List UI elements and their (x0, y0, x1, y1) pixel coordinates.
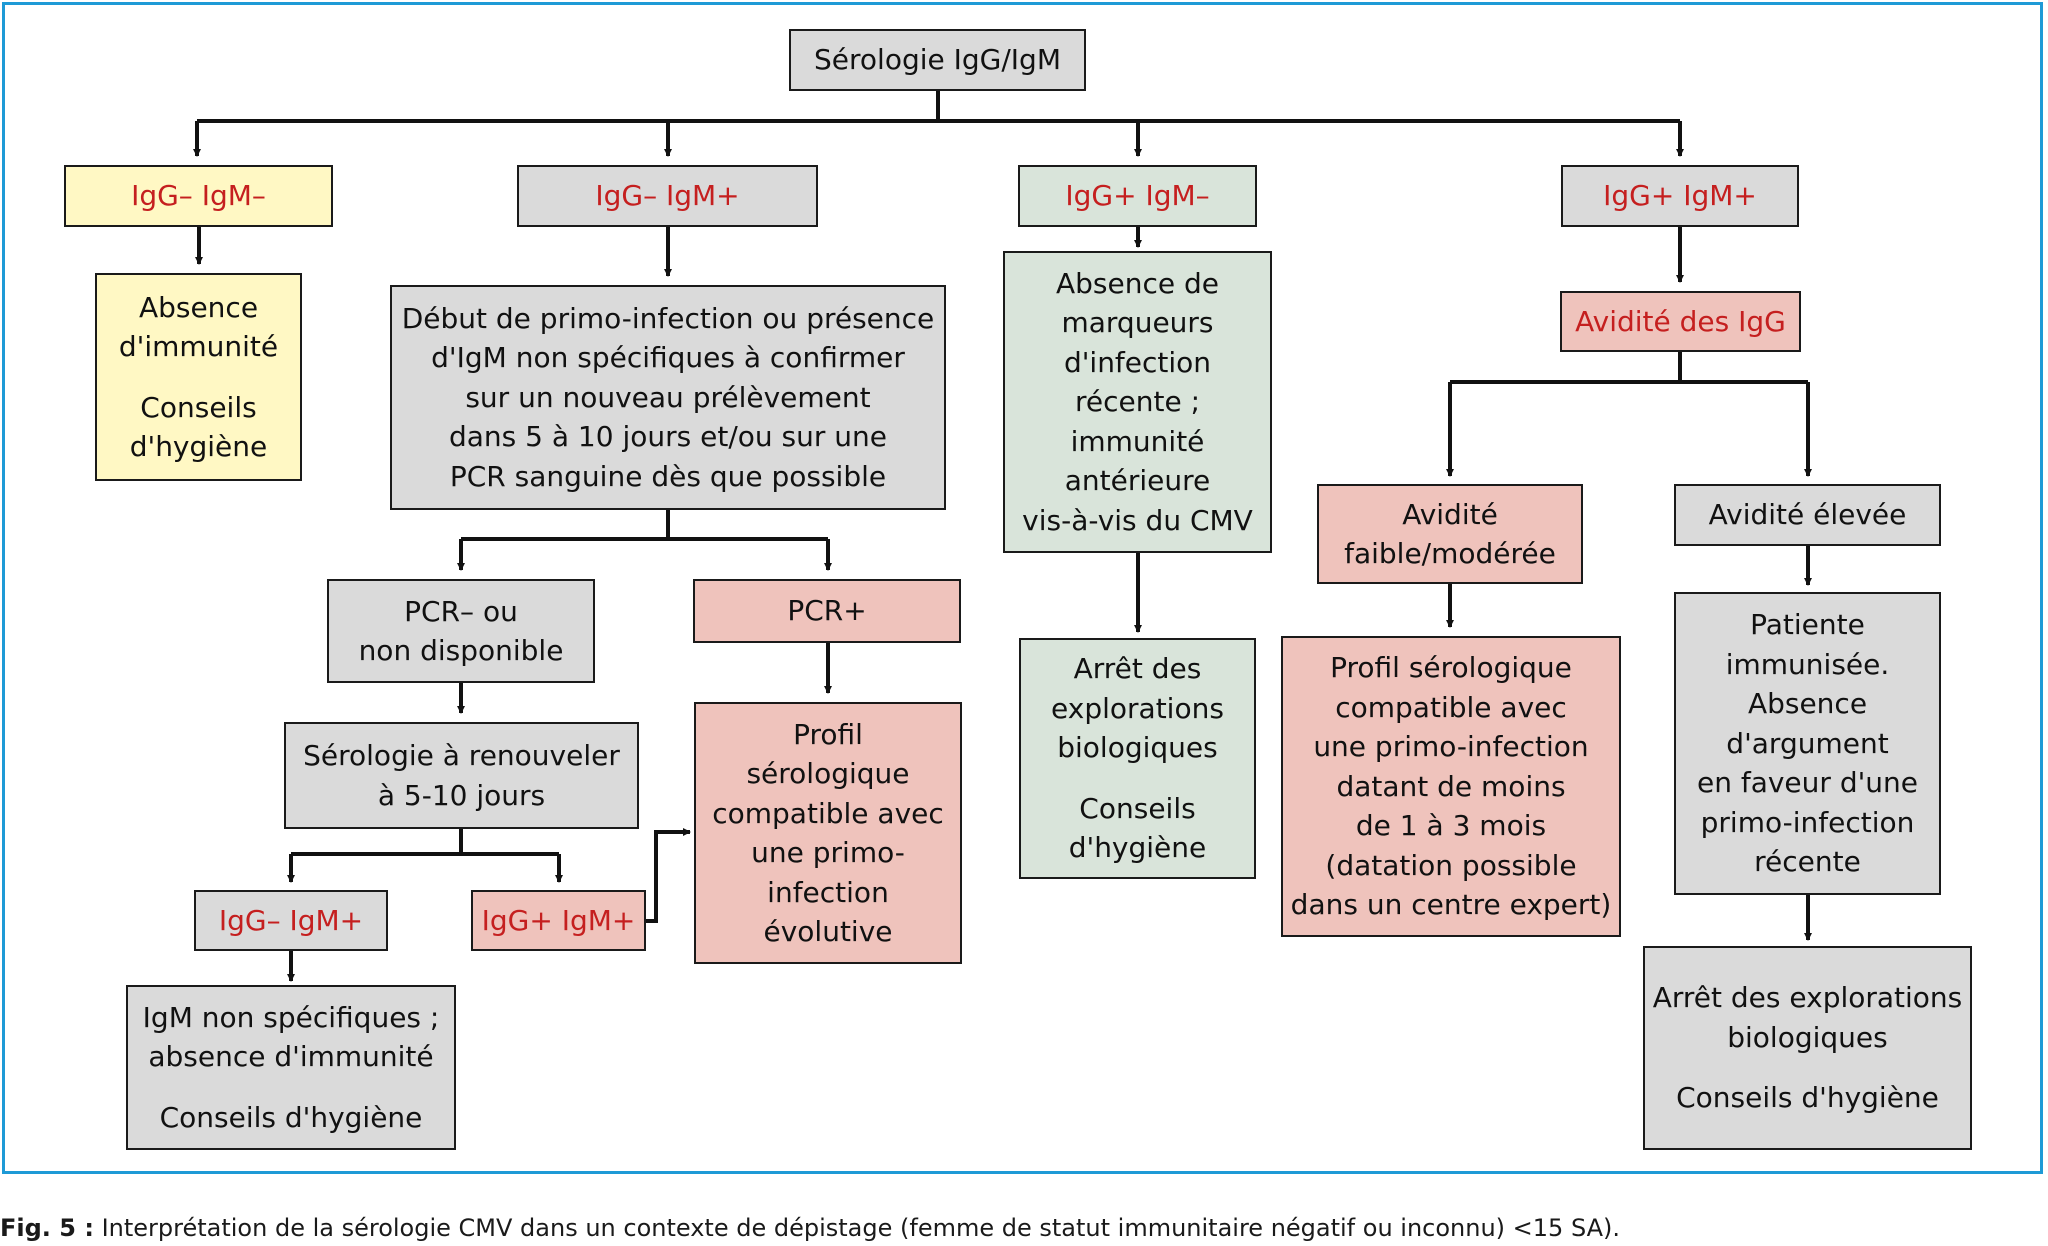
node-text-line: Conseils (140, 390, 257, 424)
node-text-line: récente (1754, 845, 1861, 879)
node-text-line: Début de primo-infection ou présence (401, 301, 935, 335)
node-text-line: une primo- (751, 836, 905, 869)
node-text-line: Arrêt des (1073, 652, 1202, 686)
node-text-line: d'hygiène (1068, 831, 1207, 865)
figure-caption: Fig. 5 : Interprétation de la sérologie … (0, 1214, 1620, 1242)
connector-b2-split (461, 510, 828, 541)
node-igg-avidity: Avidité des IgG (1560, 291, 1801, 352)
node-text-line: Avidité des IgG (1575, 304, 1786, 338)
node-text-line: Absence de (1055, 266, 1219, 300)
node-primo-evolutive: Profil sérologique compatible avec une prim… (694, 702, 962, 964)
node-text-line: IgG– IgM+ (218, 903, 364, 937)
node-text-line: PCR sanguine dès que possible (449, 459, 887, 493)
node-text-line: Absence (138, 290, 259, 324)
node-text-line: compatible avec (1335, 690, 1567, 724)
node-igg-neg-igm-neg: IgG– IgM– (64, 165, 333, 227)
node-text-line: en faveur d'une (1696, 766, 1919, 800)
node-text-line: d'immunité (118, 330, 279, 363)
node-text-line: faible/modérée (1344, 537, 1556, 570)
node-text-line: d'infection (1063, 345, 1212, 379)
node-text-line: Conseils d'hygiène (159, 1100, 423, 1134)
node-text-line: datant de moins (1336, 769, 1566, 803)
node-text-line: Avidité (1402, 497, 1498, 531)
node-text-line: biologiques (1727, 1020, 1888, 1054)
node-text-line: infection (767, 875, 889, 909)
node-text-line: immunité (1070, 424, 1205, 458)
node-primo-or-nonspecific: Début de primo-infection ou présence d'Ig… (390, 285, 946, 510)
node-serology-root: Sérologie IgG/IgM (789, 29, 1086, 91)
node-igg-pos-igm-pos: IgG+ IgM+ (1561, 165, 1799, 227)
node-text-line: (datation possible (1325, 848, 1577, 882)
node-text-line: marqueurs (1061, 306, 1214, 340)
node-text-line: vis-à-vis du CMV (1022, 503, 1253, 537)
node-text-line: IgG– IgM– (131, 179, 266, 213)
node-text-line: Arrêt des explorations (1652, 981, 1963, 1015)
node-text-line: IgM non spécifiques ; (142, 1000, 440, 1034)
caption-label: Fig. 5 : (0, 1214, 94, 1242)
node-text-line: à 5-10 jours (377, 778, 546, 812)
node-igg-neg-igm-pos: IgG– IgM+ (517, 165, 818, 227)
node-pcr-pos: PCR+ (693, 579, 961, 643)
node-text-line: dans un centre expert) (1290, 888, 1612, 922)
node-text-line: explorations (1051, 691, 1224, 725)
node-text-line: sur un nouveau prélèvement (465, 380, 871, 414)
node-text-line: dans 5 à 10 jours et/ou sur une (448, 420, 887, 454)
node-text-line: IgG+ IgM– (1065, 179, 1210, 213)
node-text-line: IgG+ IgM+ (1603, 179, 1757, 213)
node-text-line: Patiente (1750, 608, 1865, 642)
caption-text: Interprétation de la sérologie CMV dans … (93, 1214, 1621, 1242)
arrow-renew-pos-to-primo (646, 828, 691, 923)
node-text-line: Conseils d'hygiène (1676, 1081, 1939, 1115)
node-text-line: d'IgM non spécifiques à confirmer (431, 341, 905, 375)
node-text-line: absence d'immunité (148, 1040, 434, 1074)
node-text-line: immunisée. (1725, 647, 1890, 681)
node-text-line: biologiques (1057, 731, 1218, 765)
node-text-line: IgG+ IgM+ (481, 903, 636, 937)
node-renew-igg-pos-igm-pos: IgG+ IgM+ (471, 890, 646, 951)
node-igg-pos-igm-neg: IgG+ IgM– (1018, 165, 1257, 227)
node-text-line: Profil (793, 717, 863, 751)
node-text-line: primo-infection (1700, 805, 1915, 839)
node-recent-primo-profile: Profil sérologique compatible avec une pri… (1281, 636, 1621, 937)
node-text-line: évolutive (763, 915, 893, 948)
node-text-line: de 1 à 3 mois (1355, 809, 1547, 843)
node-text-line: compatible avec (712, 796, 944, 830)
connector-layer (193, 91, 1812, 982)
node-text-line: Sérologie IgG/IgM (814, 43, 1061, 77)
node-text-line: d'hygiène (129, 430, 268, 463)
node-immunized-patient: Patiente immunisée. Absence d'argument en fa… (1674, 592, 1941, 895)
connector-root-stem (197, 91, 1680, 123)
connector-avidity-split (1450, 352, 1808, 384)
connector-renew-split (291, 829, 559, 856)
node-serology-renew: Sérologie à renouveler à 5-10 jours (284, 722, 639, 829)
node-text-line: récente ; (1074, 385, 1201, 419)
node-text-line: Profil sérologique (1330, 651, 1572, 685)
node-avidity-high: Avidité élevée (1674, 484, 1941, 546)
node-text-line: IgG– IgM+ (595, 179, 740, 213)
node-pcr-neg: PCR– ou non disponible (327, 579, 595, 683)
node-avidity-low: Avidité faible/modérée (1317, 484, 1583, 584)
node-text-line: une primo-infection (1313, 730, 1589, 764)
node-text-line: PCR+ (787, 594, 867, 628)
node-text-line: antérieure (1064, 464, 1211, 498)
node-text-line: d'argument (1726, 726, 1889, 760)
node-text-line: non disponible (358, 634, 564, 667)
node-text-line: Absence (1747, 687, 1868, 721)
node-text-line: sérologique (746, 757, 910, 790)
figure-frame (2, 2, 2043, 1174)
node-text-line: Avidité élevée (1708, 498, 1907, 532)
node-text-line: Sérologie à renouveler (303, 739, 620, 772)
node-no-recent-infection: Absence de marqueurs d'infection récente ; i… (1003, 251, 1272, 553)
node-text-line: PCR– ou (404, 594, 518, 628)
node-text-line: Conseils (1079, 791, 1196, 825)
node-renew-igg-neg-igm-pos: IgG– IgM+ (194, 890, 388, 951)
